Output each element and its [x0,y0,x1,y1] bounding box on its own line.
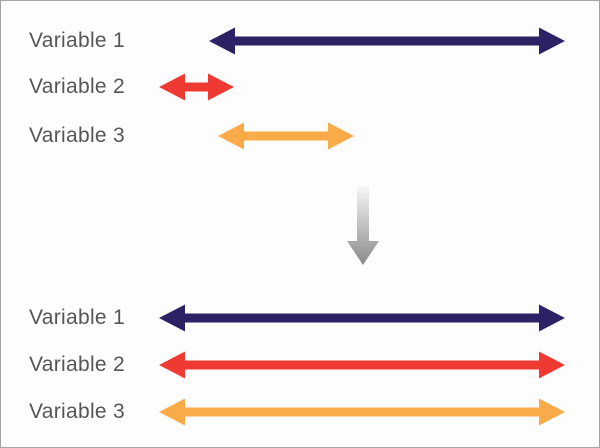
bottom-variable-3-label: Variable 3 [29,400,126,423]
bottom-variable-2-label: Variable 2 [29,353,126,376]
bottom-variable-1-label: Variable 1 [29,306,126,329]
top-arrow-variable-3 [218,122,354,150]
top-arrow-variable-2 [159,73,234,101]
top-variable-2-label: Variable 2 [29,75,126,98]
top-arrow-variable-1 [209,27,565,55]
top-variable-1-label: Variable 1 [29,29,126,52]
bottom-arrow-variable-3 [159,398,565,426]
bottom-arrow-variable-1 [159,304,565,332]
transform-down-arrow [347,186,379,265]
bottom-arrow-variable-2 [159,351,565,379]
top-variable-3-label: Variable 3 [29,124,126,147]
